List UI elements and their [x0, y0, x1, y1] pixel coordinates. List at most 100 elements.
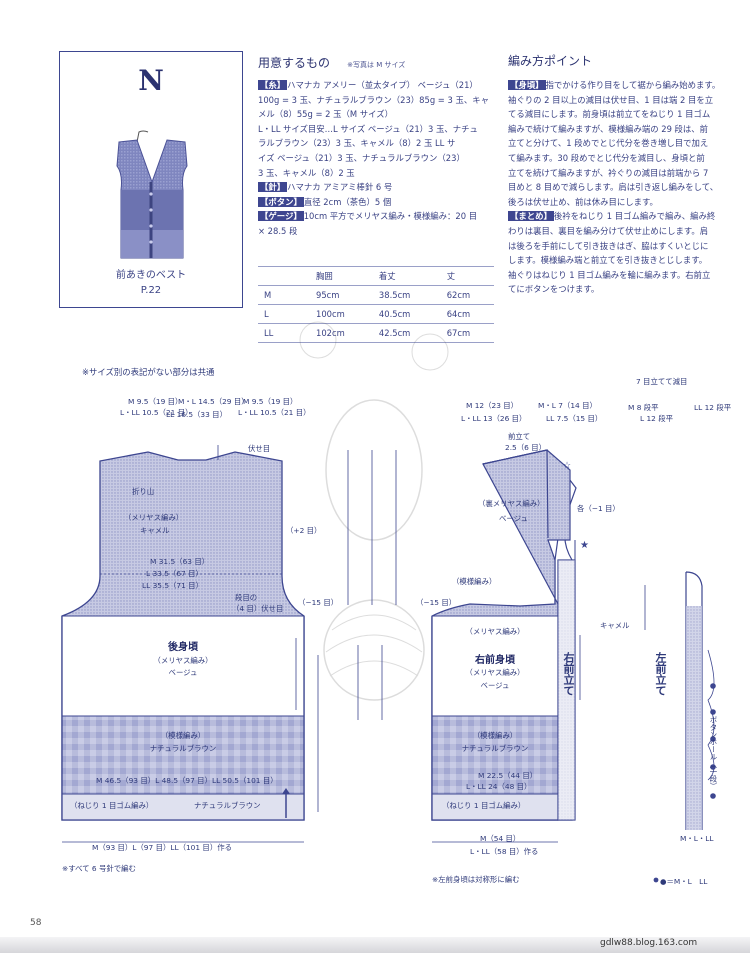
button-icon — [710, 736, 716, 742]
button-icon — [710, 764, 716, 770]
pattern-name: 前あきのベスト — [115, 270, 187, 281]
back-rib-color: ナチュラルブラウン — [194, 801, 261, 810]
back-pattern-color: ナチュラルブラウン — [149, 744, 217, 753]
points-line: てにボタンをつけます。 — [508, 284, 600, 295]
front-decrease: （−15 目） — [416, 598, 457, 607]
front-title: 右前身頃 — [475, 655, 515, 666]
back-upper-label: （メリヤス編み） — [124, 513, 184, 522]
points-line: します。模様編み端と前立てを引き抜きとじします。 — [508, 255, 708, 266]
materials-line: ラルブラウン（23）3 玉、キャメル（8）2 玉 LL サ — [258, 138, 456, 149]
front-top-ml: M・L 7（14 目） — [538, 401, 597, 410]
right-band-title: 右前立て — [562, 652, 575, 696]
points-line: てる減目にします。前身頃は前立てをねじり 1 目ゴム — [508, 109, 711, 120]
materials-line: 【ゲージ】10cm 平方でメリヤス編み・模様編み：20 目 — [258, 211, 478, 222]
points-tag: 【身頃】 — [508, 80, 546, 90]
front-cast-on-lll: L・LL（58 目）作る — [470, 847, 539, 856]
front-bottom-m: M 22.5（44 目） — [478, 771, 538, 780]
materials-note: ※写真は M サイズ — [347, 61, 406, 69]
pattern-card: N 前あきのベスト P.22 — [59, 51, 243, 308]
dimension-lines — [62, 445, 646, 843]
svg-text:★: ★ — [580, 540, 589, 551]
page-number: 58 — [30, 918, 42, 928]
front-cast-on-m: M（54 目） — [480, 834, 521, 843]
front-band-label: 前立て — [508, 432, 531, 441]
back-title: 後身頃 — [168, 642, 198, 653]
left-band-title: 左前立て — [654, 652, 667, 696]
band-rows: M・L・LL — [680, 834, 714, 843]
neck-ll: LL 12 段平 — [694, 403, 732, 412]
points-line: 【身頃】指でかける作り目をして裾から編み始めます。 — [508, 80, 721, 90]
points-line: 編みで続けて編みますが、模様編み端の 29 段は、前 — [508, 123, 709, 134]
materials-line: 【糸】ハマナカ アメリー（並太タイプ） ベージュ（21） — [258, 80, 478, 90]
back-top-left-lll: L・LL 10.5（21 目） — [120, 408, 193, 417]
neck-l: L 12 段平 — [640, 414, 674, 423]
points-tag: 【まとめ】 — [508, 211, 554, 222]
points-line: て編みます。30 段めでとじ代分を減目し、身頃と前 — [508, 152, 705, 163]
bottom-bar — [0, 937, 750, 953]
materials-tag: 【針】 — [258, 182, 288, 193]
back-bottom-counts: M 46.5（93 目）L 48.5（97 目）LL 50.5（101 目） — [96, 776, 278, 785]
size-table-header: 胸囲 着丈 丈 — [258, 266, 494, 286]
front-mirror-note: ※左前身頃は対称形に編む — [432, 875, 520, 884]
size-header-blank — [258, 266, 310, 286]
bottom-right-key: ●＝M・L LL — [660, 877, 708, 886]
size-header-back: 着丈 — [372, 266, 441, 286]
back-armhole-label: 段目の — [235, 593, 258, 602]
front-top-m: M 12（23 目） — [466, 401, 519, 410]
front-star-label: 各（−1 目） — [577, 504, 620, 513]
materials-text: 【糸】ハマナカ アメリー（並太タイプ） ベージュ（21）100g = 3 玉、ナ… — [258, 78, 494, 239]
back-decrease: （−15 目） — [298, 598, 339, 607]
materials-line: × 28.5 段 — [258, 225, 298, 236]
materials-tag: 【ゲージ】 — [258, 211, 304, 222]
buttonhole-label: ボタンホール（一段） — [709, 716, 718, 790]
materials-line: イズ ベージュ（21）3 玉、ナチュラルブラウン（23） — [258, 152, 465, 163]
back-mid-width-ll: LL 35.5（71 目） — [142, 581, 203, 590]
button-icon — [710, 683, 716, 689]
points-line: 【まとめ】後衿をねじり 1 目ゴム編みで編み、編み終 — [508, 211, 716, 222]
back-neck-bind: 伏せ目 — [248, 444, 271, 453]
neck-decrease-title: 7 目立てて減目 — [636, 377, 688, 386]
points-line: 目めと 8 目めで減らします。肩は引き返し編みをして、 — [508, 182, 719, 193]
back-rib: （ねじり 1 目ゴム編み） — [70, 801, 154, 810]
size-header-chest: 胸囲 — [310, 266, 373, 286]
materials-line: 【ボタン】直径 2cm（茶色）5 個 — [258, 196, 392, 207]
front-pattern-color: ナチュラルブラウン — [461, 744, 529, 753]
back-mid-width-l: L 33.5（67 目） — [146, 569, 203, 578]
left-front-band — [685, 571, 716, 830]
points-title: 編み方ポイント — [508, 54, 593, 68]
back-pattern: （模様編み） — [160, 731, 206, 740]
back-top-mid-m: M・L 14.5（29 目） — [178, 397, 249, 406]
back-sub2: ベージュ — [168, 668, 198, 677]
back-sub1: （メリヤス編み） — [153, 656, 213, 665]
materials-line: L・LL サイズ目安…L サイズ ベージュ（21）3 玉、ナチュ — [258, 123, 478, 134]
materials-title: 用意するもの — [258, 56, 331, 70]
back-top-mid-ll: LL 16.5（33 目） — [166, 410, 227, 419]
right-front-piece — [431, 449, 577, 821]
front-caramel: キャメル — [600, 621, 630, 630]
materials-tag: 【ボタン】 — [258, 196, 304, 207]
points-text: 【身頃】指でかける作り目をして裾から編み始めます。袖ぐりの 2 目以上の減目は伏… — [508, 78, 740, 297]
front-sub2: ベージュ — [480, 681, 510, 690]
front-sub1b: （メリヤス編み） — [465, 668, 525, 677]
back-cast-on: M（93 目）L（97 目）LL（101 目）作る — [92, 843, 232, 852]
pattern-caption: 前あきのベスト P.22 — [60, 268, 242, 298]
front-rib: （ねじり 1 目ゴム編み） — [442, 801, 526, 810]
pattern-letter: N — [138, 64, 164, 97]
watermark — [299, 321, 449, 701]
front-pattern: （模様編み） — [472, 731, 518, 740]
back-fold: 折り山 — [132, 487, 155, 496]
front-upper-color: ベージュ — [499, 514, 528, 523]
front-upper-label: （裏メリヤス編み） — [478, 499, 545, 508]
neck-m: M 8 段平 — [628, 403, 659, 412]
materials-header: 用意するもの ※写真は M サイズ — [258, 52, 405, 71]
front-sub1: （メリヤス編み） — [465, 627, 525, 636]
front-pattern-upper: （模様編み） — [452, 577, 497, 586]
button-icon — [710, 793, 716, 799]
front-top-ll: LL 7.5（15 目） — [546, 414, 603, 423]
back-mid-width-m: M 31.5（63 目） — [150, 557, 210, 566]
points-line: わりは裏目、裏目を編み分けて伏せ止めにします。肩 — [508, 225, 709, 236]
